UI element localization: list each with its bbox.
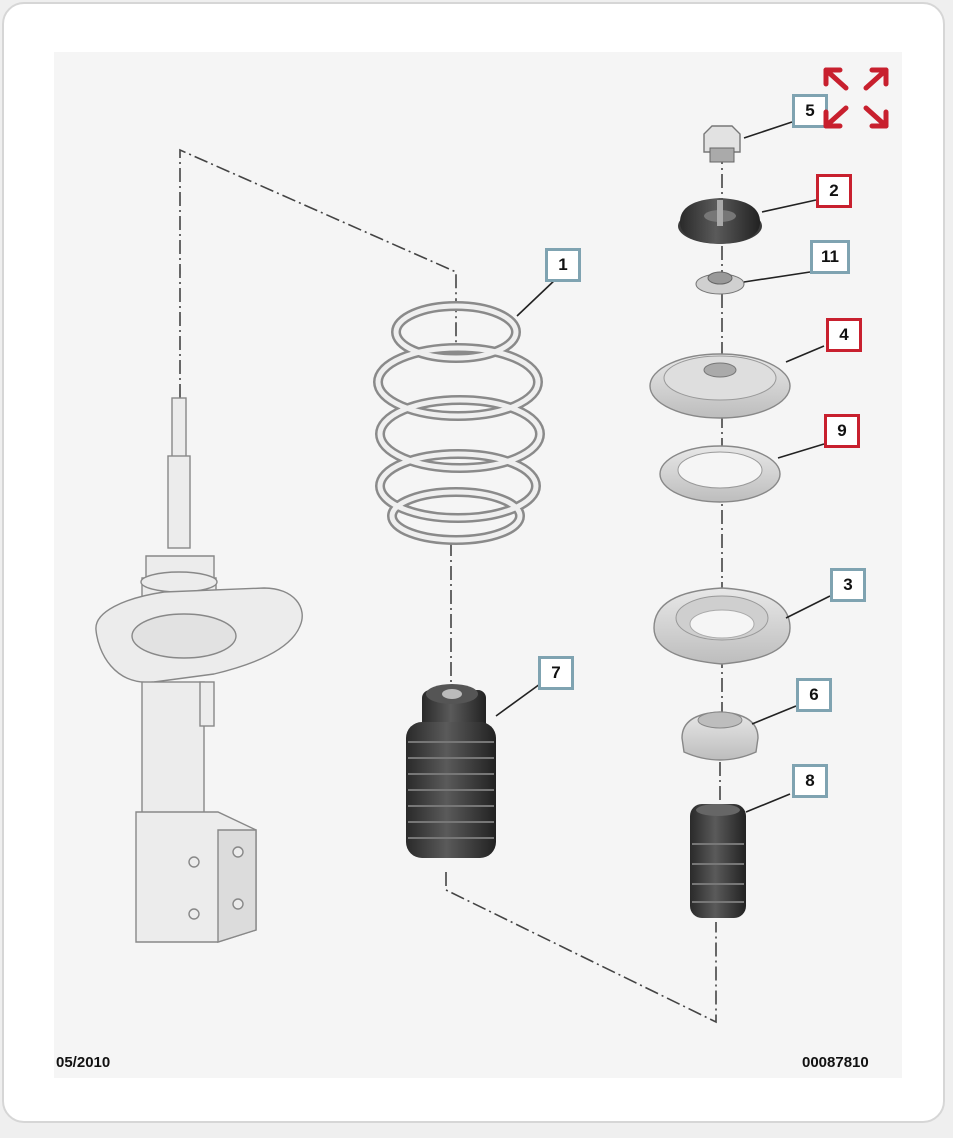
leader-lines — [495, 121, 831, 813]
callout-6[interactable]: 6 — [796, 678, 832, 712]
callout-1[interactable]: 1 — [545, 248, 581, 282]
callout-11[interactable]: 11 — [810, 240, 850, 274]
diagram-date: 05/2010 — [56, 1054, 111, 1071]
expand-button[interactable] — [820, 64, 892, 132]
upper-cup — [678, 198, 762, 244]
spring-seat — [653, 587, 791, 665]
bearing-ring — [659, 445, 781, 503]
diagram-reference: 00087810 — [802, 1054, 869, 1071]
strut-assembly — [95, 397, 303, 943]
callout-7[interactable]: 7 — [538, 656, 574, 690]
callout-8[interactable]: 8 — [792, 764, 828, 798]
callout-9[interactable]: 9 — [824, 414, 860, 448]
exploded-view-diagram: 1 2 3 4 5 6 7 8 9 11 — [54, 52, 902, 1078]
parts-drawing — [95, 121, 831, 1024]
assembly-lines — [179, 148, 723, 1024]
callout-4[interactable]: 4 — [826, 318, 862, 352]
dust-boot — [406, 684, 496, 858]
bump-stop — [690, 804, 746, 918]
callout-2[interactable]: 2 — [816, 174, 852, 208]
diagram-card: 1 2 3 4 5 6 7 8 9 11 05/2010 00087810 — [2, 2, 945, 1123]
bump-stop-cup — [681, 711, 759, 761]
washer — [695, 271, 745, 295]
strut-mount — [649, 353, 791, 419]
callout-3[interactable]: 3 — [830, 568, 866, 602]
expand-arrows-icon — [823, 67, 889, 129]
top-nut — [703, 125, 741, 163]
